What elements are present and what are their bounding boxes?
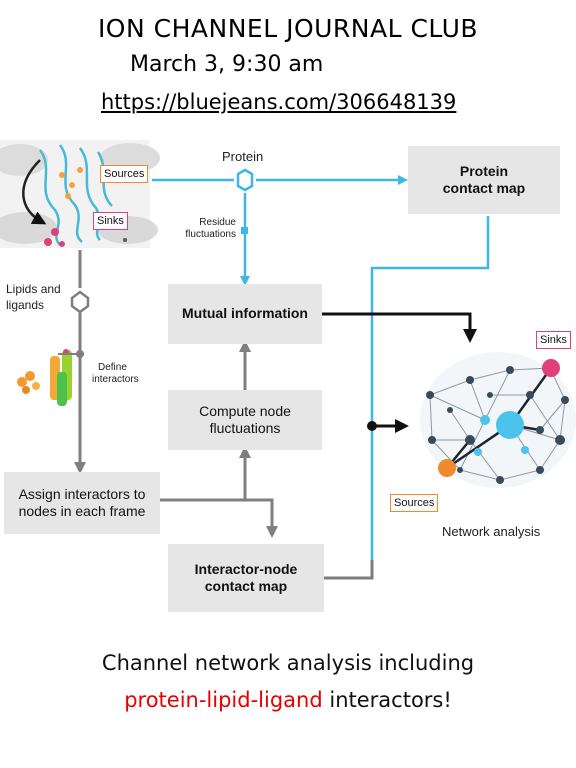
lipid-node-icon — [70, 290, 90, 314]
protein-contact-map-line1: Protein — [459, 162, 509, 179]
footer-line2: protein-lipid-ligand interactors! — [0, 688, 576, 712]
protein-label: Protein — [222, 149, 264, 164]
interactor-node-box: Interactor-node contact map — [168, 544, 324, 612]
sources-tag: Sources — [100, 165, 149, 183]
assign-line2: nodes in each frame — [18, 503, 146, 519]
ligands-label: ligands — [6, 298, 45, 312]
lipid-ligand-image — [17, 349, 72, 406]
footer-line1: Channel network analysis including — [101, 651, 475, 675]
assign-line1: Assign interactors to — [18, 485, 146, 502]
mutual-information-box: Mutual information — [168, 284, 322, 344]
residue-fluctuation-marker — [241, 227, 248, 234]
lipids-label: Lipids and — [6, 282, 61, 296]
compute-node-line2: fluctuations — [209, 420, 281, 436]
network-sources-tag: Sources — [390, 494, 439, 512]
protein-structure-image — [0, 140, 160, 248]
meeting-date: March 3, 9:30 am — [130, 52, 324, 77]
interactor-node-line2: contact map — [204, 578, 288, 594]
meeting-link[interactable]: https://bluejeans.com/306648139 — [101, 90, 457, 114]
define-label: Define — [98, 362, 127, 373]
footer-rest: interactors! — [322, 688, 452, 712]
slide-title: ION CHANNEL JOURNAL CLUB — [97, 14, 479, 43]
sinks-tag: Sinks — [93, 212, 128, 230]
interactor-node-line1: Interactor-node — [194, 560, 298, 577]
protein-contact-map-box: Protein contact map — [408, 146, 560, 214]
network-analysis-caption: Network analysis — [442, 524, 541, 539]
compute-node-line1: Compute node — [199, 402, 291, 419]
mutual-information-label: Mutual information — [182, 305, 308, 322]
fluctuations-label: fluctuations — [185, 229, 236, 240]
compute-node-box: Compute node fluctuations — [168, 390, 322, 450]
assign-interactors-box: Assign interactors to nodes in each fram… — [4, 472, 160, 534]
residue-label: Residue — [199, 217, 236, 228]
protein-node-icon — [236, 168, 254, 192]
interactors-label: interactors — [92, 374, 139, 385]
network-sinks-tag: Sinks — [536, 331, 571, 349]
footer-highlight: protein-lipid-ligand — [124, 688, 323, 712]
network-graph — [420, 352, 576, 488]
protein-contact-map-line2: contact map — [442, 180, 526, 196]
